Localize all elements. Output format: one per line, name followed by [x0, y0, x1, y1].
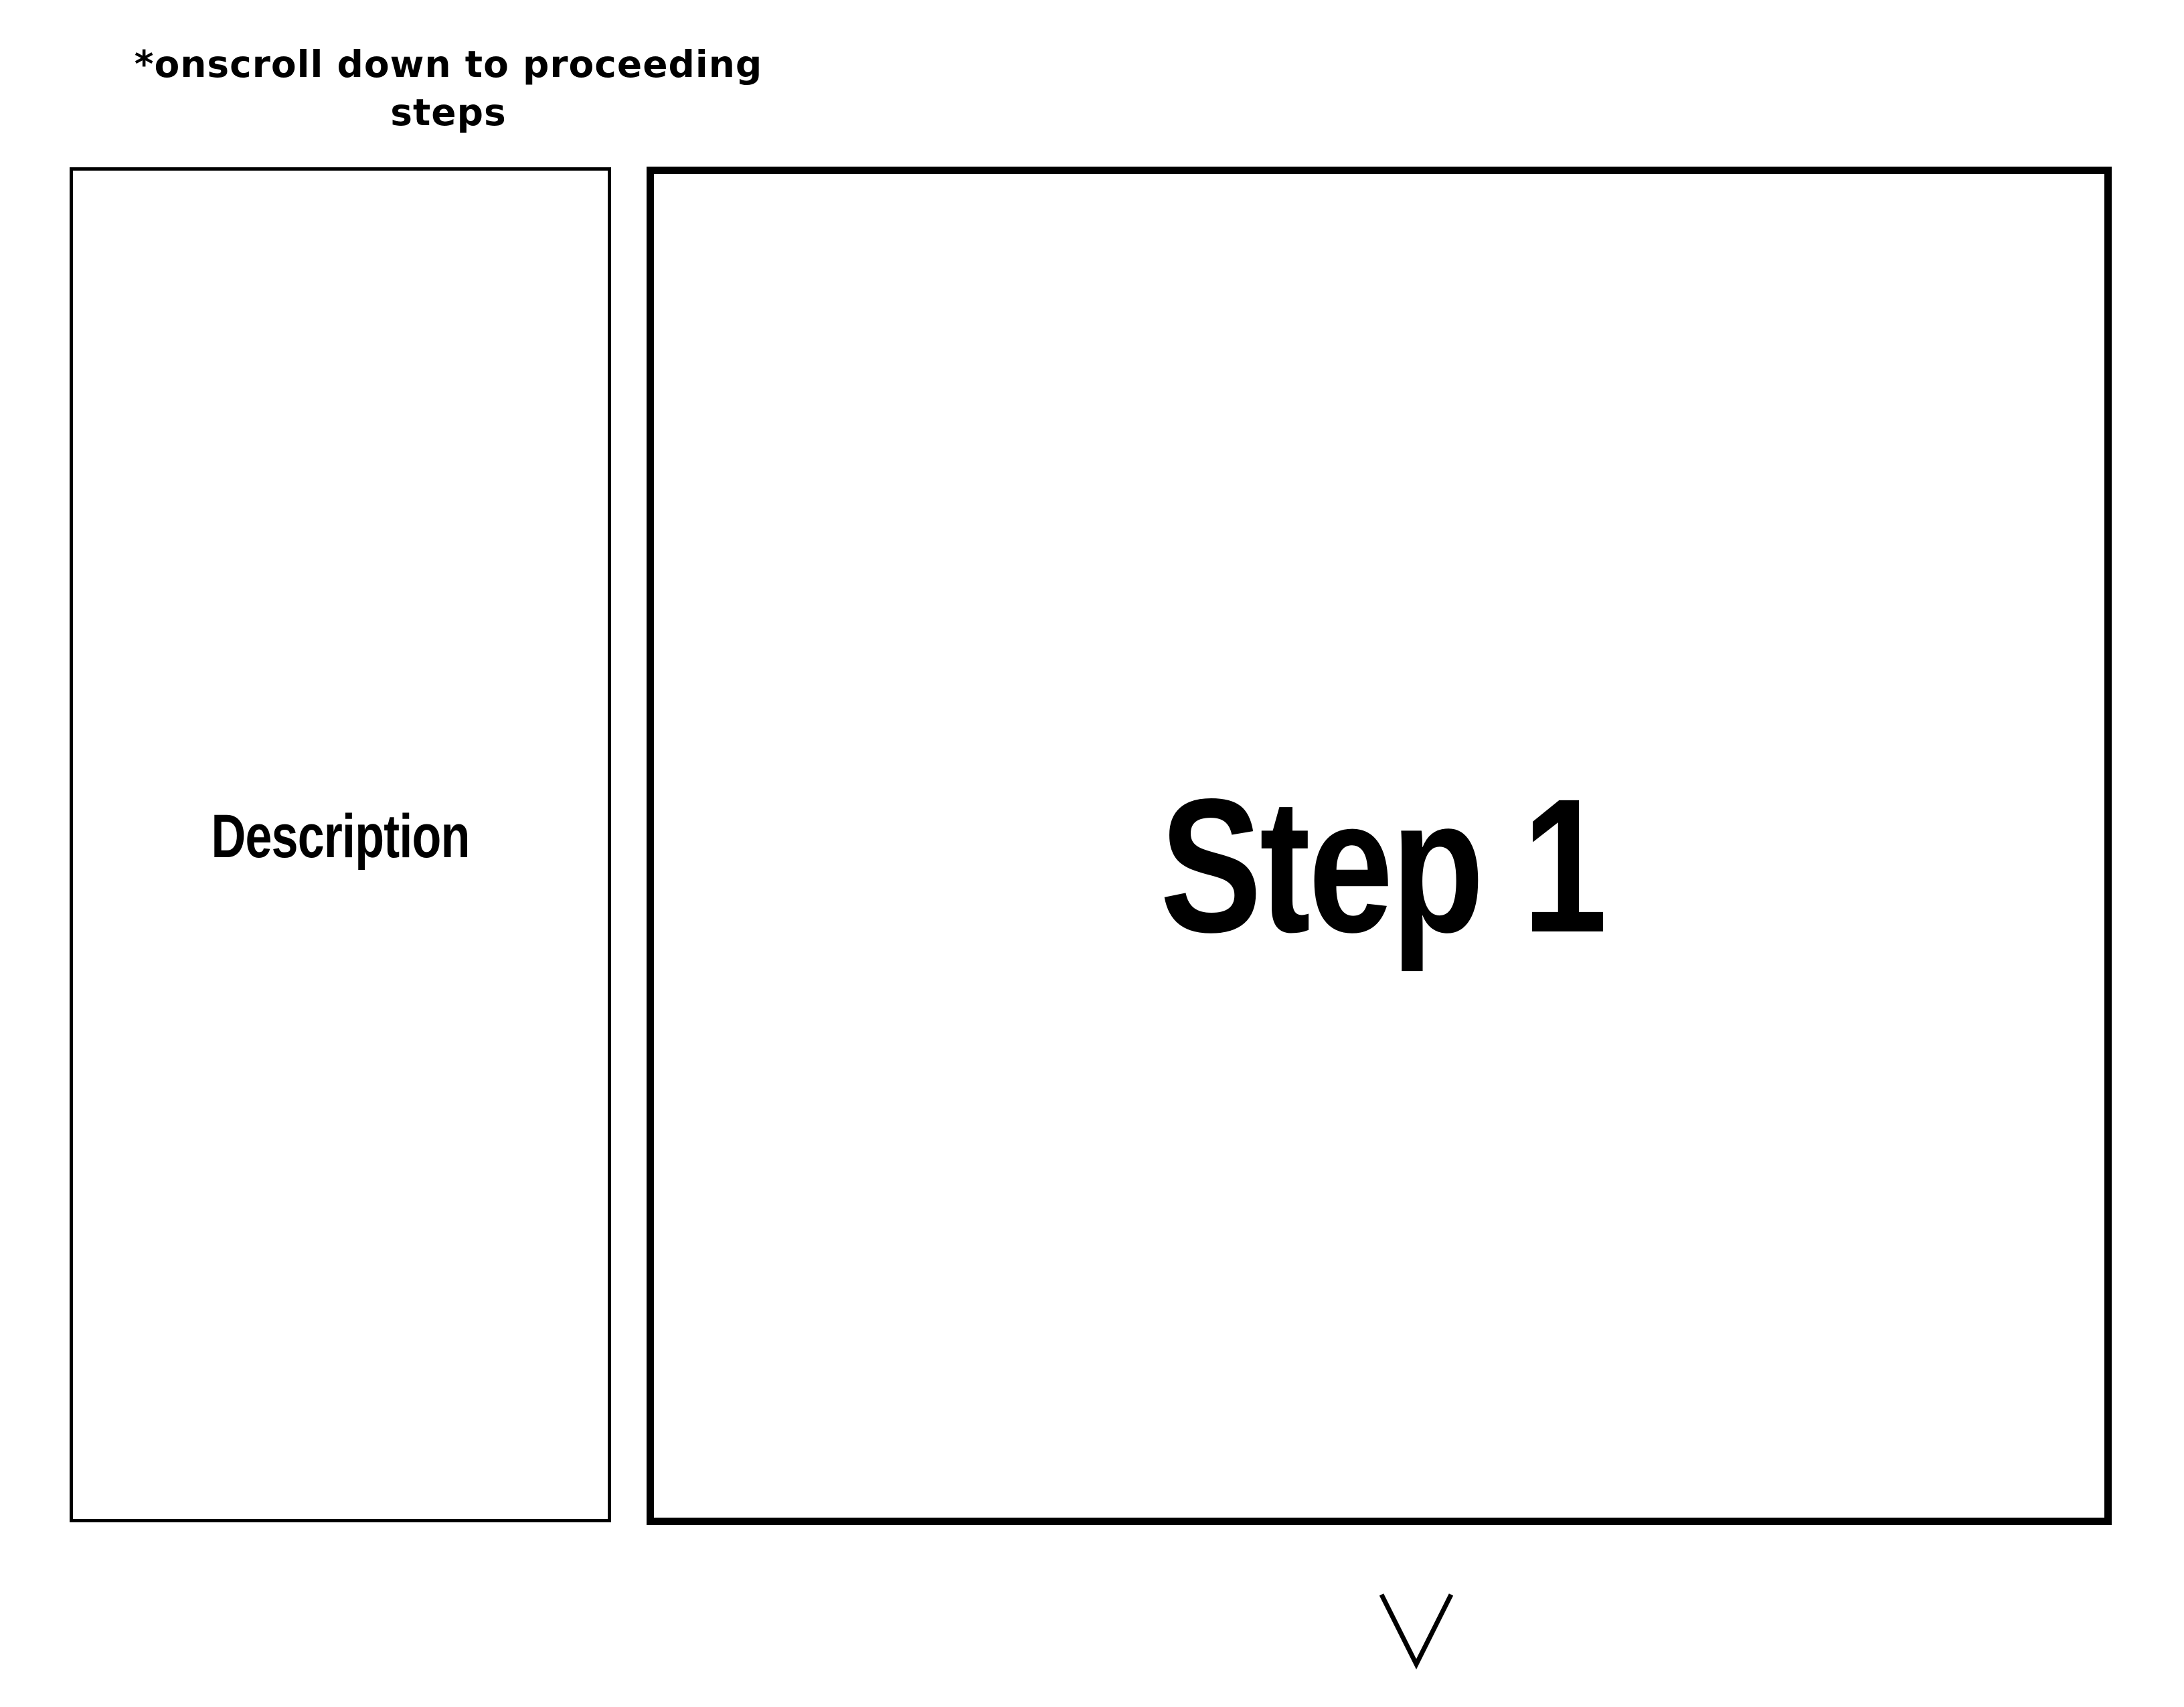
- description-label: Description: [211, 802, 470, 871]
- chevron-down-icon[interactable]: [1376, 1589, 1456, 1670]
- description-panel: Description: [70, 167, 611, 1522]
- scroll-note: *onscroll down to proceeding steps: [134, 43, 763, 134]
- step-panel: Step 1: [647, 167, 2112, 1525]
- step-label: Step 1: [1159, 759, 1607, 972]
